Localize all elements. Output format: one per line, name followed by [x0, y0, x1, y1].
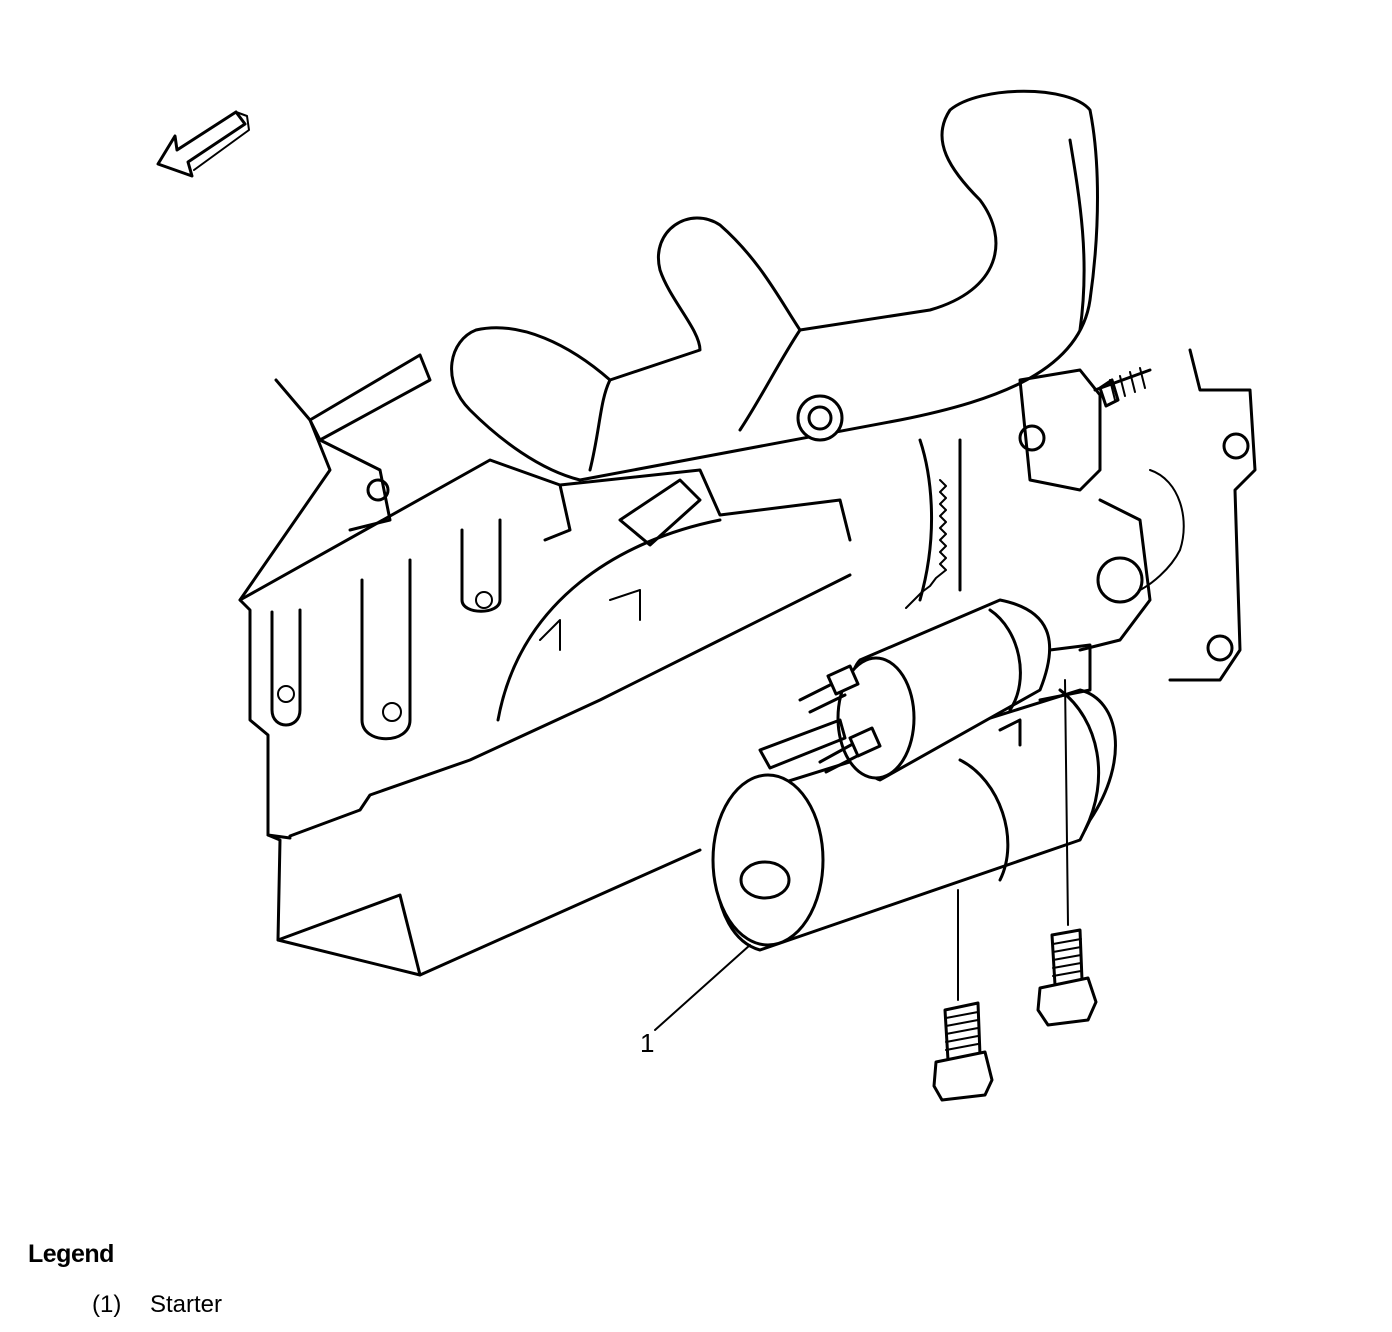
starter-mount-stud	[1093, 367, 1152, 408]
legend-title: Legend	[28, 1240, 114, 1268]
callout-1: 1	[640, 944, 751, 1058]
legend-item: (1) Starter	[92, 1291, 222, 1319]
transmission-housing	[1018, 348, 1257, 682]
legend: Legend (1) Starter	[28, 1240, 222, 1319]
legend-item-number: (1)	[92, 1291, 122, 1318]
legend-item-text: Starter	[150, 1291, 223, 1318]
engine-block	[238, 353, 962, 977]
flywheel-teeth	[905, 479, 947, 609]
front-direction-arrow	[156, 110, 250, 178]
starter-bolt-1	[932, 889, 994, 1102]
starter-installation-diagram: 1	[156, 89, 1257, 1102]
starter-bolt-2	[1036, 679, 1098, 1027]
starter-motor	[711, 598, 1117, 952]
callout-1-label: 1	[640, 1028, 654, 1058]
exhaust-manifold	[450, 89, 1099, 482]
